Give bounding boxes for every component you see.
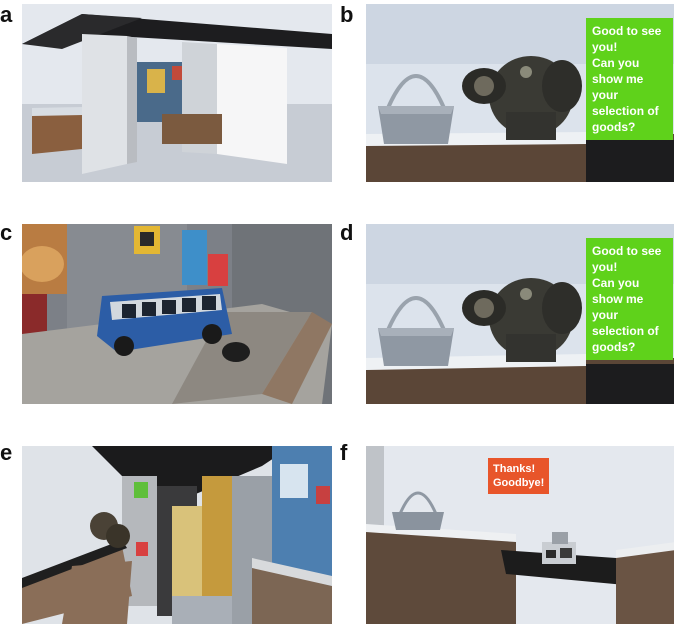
basket-icon xyxy=(392,491,444,530)
panel-d-robot-greeting: Good to see you! Can you show me your se… xyxy=(366,224,674,404)
panel-label-b: b xyxy=(340,2,354,27)
panel-label-d: d xyxy=(340,220,354,245)
robot-customer-icon xyxy=(462,278,582,362)
panel-e-shop-interior xyxy=(22,446,332,624)
speech-bubble-b: Good to see you! Can you show me your se… xyxy=(586,18,673,140)
panel-a-shop-exterior xyxy=(22,4,332,182)
panel-label-a: a xyxy=(0,2,13,27)
panel-label-c: c xyxy=(0,220,13,245)
robot-customer-icon xyxy=(90,512,130,548)
basket-icon xyxy=(378,74,454,144)
panel-label-e: e xyxy=(0,440,13,465)
panel-c-toy-bus xyxy=(22,224,332,404)
toy-bus-icon xyxy=(97,288,232,356)
panel-b-robot-greeting: Good to see you! Can you show me your se… xyxy=(366,4,674,182)
speech-bubble-f: Thanks! Goodbye! xyxy=(488,458,550,494)
panel-f-checkout: Thanks! Goodbye! xyxy=(366,446,674,624)
speech-bubble-d: Good to see you! Can you show me your se… xyxy=(586,238,673,360)
panel-label-f: f xyxy=(340,440,348,465)
robot-customer-icon xyxy=(462,56,582,140)
basket-icon xyxy=(378,296,454,366)
cash-register-icon xyxy=(542,532,576,564)
